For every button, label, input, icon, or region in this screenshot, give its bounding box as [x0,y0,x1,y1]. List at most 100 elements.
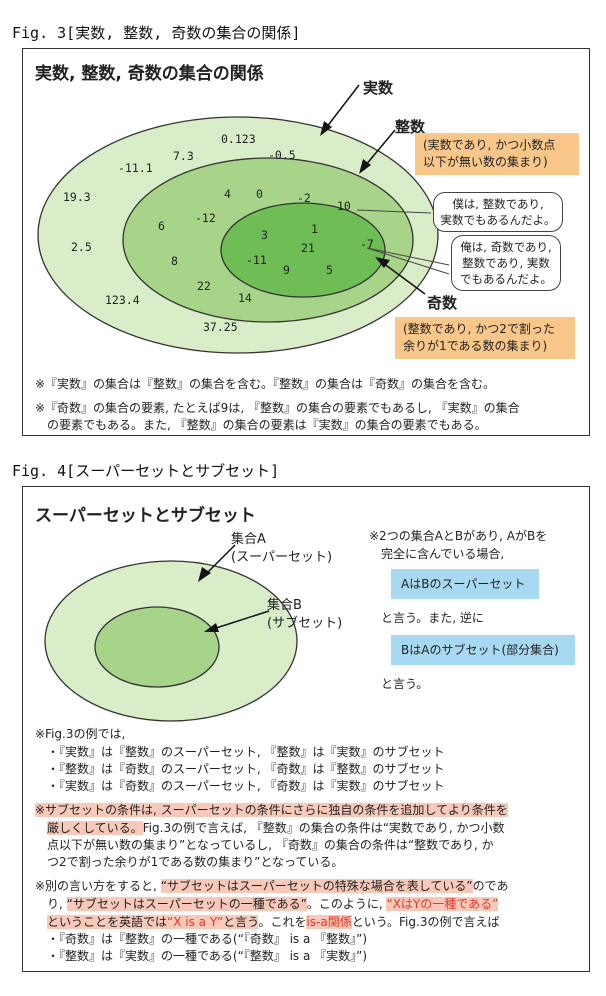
fig4-example-3: ・『実数』は『奇数』のスーパーセット, 『奇数』は『実数』のサブセット [47,779,445,793]
text: という。Fig.3の例で言えば [351,915,500,929]
bubble-line: でもあるんだよ。 [460,272,552,286]
fig4-alt-line-1: ※別の言い方をすると, “サブセットはスーパーセットの特殊な場合を表している”の… [35,877,509,895]
odd-number: 9 [283,263,290,277]
integer-desc-line: 以下が無い数の集まり) [423,155,548,169]
odd-desc-line: (整数であり, かつ2で割った [403,322,555,336]
highlight: “X is a Y” [167,915,224,929]
integer-number: 0 [256,187,263,201]
real-number: 0.123 [221,132,256,146]
highlight: “サブセットはスーパーセットの特殊な場合を表している” [160,879,473,893]
fig4-title: スーパーセットとサブセット [35,506,256,526]
fig4-say-2: と言う。 [381,677,429,691]
bubble-line: 俺は, 奇数であり, [460,240,552,254]
bubble2-tail-a [366,247,450,266]
fig4-cond-line-3: 点以下が無い数の集まり”となっているし, 『奇数』の集合の条件は“整数であり, … [47,838,494,852]
integer-label: 整数 [395,118,426,136]
integer-number: 6 [158,219,165,233]
real-number: 7.3 [173,149,194,163]
setA-name: 集合A [231,532,266,547]
setB-arrowhead [204,623,219,632]
real-number: 123.4 [105,293,140,307]
highlight: “サブセットはスーパーセットの一種である” [66,897,307,911]
highlight: ということを英語では [47,915,168,929]
fig4-alt-line-5: ・『整数』は『実数』の一種である(“『整数』 is a 『実数』”) [47,949,368,963]
integer-desc-line: (実数であり, かつ小数点 [423,138,556,152]
integer-arrow [364,129,396,167]
fig3-note-2: ※『奇数』の集合の要素, たとえば9は, 『整数』の集合の要素でもあるし, 『実… [35,401,520,415]
superset-diagram [44,544,298,722]
highlight: is-a関係 [306,915,352,929]
fig4-example-1: ・『実数』は『整数』のスーパーセット, 『整数』は『実数』のサブセット [47,745,445,759]
integer-number: 4 [224,187,231,201]
setB-name: 集合B [267,598,302,613]
fig4-example-2: ・『整数』は『奇数』のスーパーセット, 『奇数』は『整数』のサブセット [47,762,445,776]
setA-arrow [204,544,236,576]
odd-set-ellipse [220,202,386,298]
odd-number: 5 [326,263,333,277]
integer-number: 8 [171,254,178,268]
fig4-alt-line-4: ・『奇数』は『整数』の一種である(“『奇数』 is a 『整数』”) [47,932,368,946]
integer-speech-bubble: 僕は, 整数であり, 実数でもあるんだよ。 [433,192,563,232]
integer-number: 14 [238,291,252,305]
real-label: 実数 [363,79,394,97]
fig3-note-1: ※『実数』の集合は『整数』の集合を含む。『整数』の集合は『奇数』の集合を含む。 [35,377,496,391]
setB-ellipse [94,606,220,688]
text: Fig.3の例で言えば, 『整数』の集合の条件は“実数であり, かつ小数 [142,821,505,835]
highlight: 厳しくしている。 [47,821,143,835]
odd-number: 3 [261,228,268,242]
integer-number: -2 [297,191,311,205]
highlight: と言う [223,915,259,929]
odd-desc-line: 余りが1である数の集まり) [403,339,548,353]
fig4-say-1: と言う。また, 逆に [381,611,484,625]
bubble-line: 実数でもあるんだよ。 [440,213,556,227]
real-number: 19.3 [63,190,91,204]
integer-description: (実数であり, かつ小数点 以下が無い数の集まり) [415,133,579,175]
fig3-title: 実数, 整数, 奇数の集合の関係 [35,64,264,84]
real-number: -11.1 [118,161,153,175]
text: り, [47,897,67,911]
setA-role: (スーパーセット) [231,550,333,565]
bubble-line: 整数であり, 実数 [462,256,550,270]
fig4-alt-line-3: ということを英語では“X is a Y”と言う。これをis-a関係という。Fig… [47,913,499,931]
odd-number: -7 [360,237,374,251]
odd-number: 21 [301,241,315,255]
fig4-caption: Fig. 4[スーパーセットとサブセット] [12,462,280,480]
setA-label: 集合A (スーパーセット) [231,531,332,567]
integer-arrowhead [359,159,371,174]
odd-arrowhead [375,257,390,268]
real-number: 37.25 [203,320,238,334]
fig3-frame: 実数, 整数, 奇数の集合の関係 0.123 7.3 -0.5 -11.1 19.3 2.… [22,48,590,436]
fig4-side-note-1: ※2つの集合AとBがあり, AがBを [369,529,548,543]
highlight: “XはYの一種である” [386,897,499,911]
subset-box: BはAのサブセット(部分集合) [391,635,575,665]
odd-number: 1 [311,222,318,236]
fig3-note-3: の要素でもある。また, 『整数』の集合の要素は『実数』の集合の要素でもある。 [47,418,487,432]
integer-number: 10 [337,199,351,213]
integer-number: -12 [195,211,216,225]
setB-role: (サブセット) [267,616,343,631]
real-number: -0.5 [268,148,296,162]
superset-box: AはBのスーパーセット [391,569,539,599]
highlight: ※サブセットの条件は, スーパーセットの条件にさらに独自の条件を追加してより条件… [35,803,508,817]
text: 。このように, [306,897,387,911]
fig4-example-heading: ※Fig.3の例では, [35,727,126,741]
real-number: 2.5 [71,240,92,254]
odd-label: 奇数 [427,294,458,312]
real-arrowhead [320,121,332,136]
fig4-cond-line-2: 厳しくしている。Fig.3の例で言えば, 『整数』の集合の条件は“実数であり, … [47,819,504,837]
text: のであ [472,879,509,893]
setB-label: 集合B (サブセット) [267,597,342,633]
odd-description: (整数であり, かつ2で割った 余りが1である数の集まり) [395,317,575,359]
integer-number: 22 [197,279,211,293]
venn-diagram: 0.123 7.3 -0.5 -11.1 19.3 2.5 123.4 37.25 4 0 -2 10… [37,84,450,354]
real-arrow [325,84,360,129]
odd-number: -11 [246,253,267,267]
bubble1-tail [356,209,432,214]
fig4-cond-line-1: ※サブセットの条件は, スーパーセットの条件にさらに独自の条件を追加してより条件… [35,801,508,819]
fig3-caption: Fig. 3[実数, 整数, 奇数の集合の関係] [12,24,301,42]
fig4-cond-line-4: つ2で割った余りが1である数の集まり”となっている。 [47,855,344,869]
setB-arrow [212,610,270,630]
fig4-side-note-2: 完全に含んでいる場合, [381,547,505,561]
setA-arrowhead [198,567,211,582]
bubble-line: 僕は, 整数であり, [452,197,544,211]
